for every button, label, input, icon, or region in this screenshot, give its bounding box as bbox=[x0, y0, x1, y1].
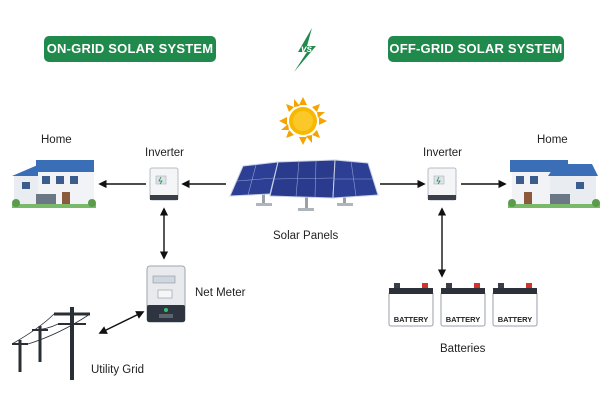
home-right-icon bbox=[508, 160, 600, 208]
on-grid-title: ON-GRID SOLAR SYSTEM bbox=[44, 36, 216, 62]
battery-1-text: BATTERY bbox=[394, 315, 429, 324]
utility-grid-icon bbox=[11, 307, 91, 380]
batteries-label: Batteries bbox=[440, 343, 486, 355]
inverter-right-icon bbox=[427, 167, 457, 201]
inverter-left-icon bbox=[149, 167, 179, 201]
inverter-right-label: Inverter bbox=[423, 147, 462, 159]
battery-3-text: BATTERY bbox=[498, 315, 533, 324]
solar-panels-label: Solar Panels bbox=[273, 230, 339, 242]
net-meter-icon bbox=[146, 265, 186, 323]
battery-2-text: BATTERY bbox=[446, 315, 481, 324]
inverter-left-label: Inverter bbox=[145, 147, 184, 159]
arrow-meter-grid bbox=[98, 311, 145, 334]
home-left-icon bbox=[12, 160, 96, 208]
utility-grid-label: Utility Grid bbox=[91, 364, 145, 376]
sun-icon bbox=[279, 97, 327, 145]
batteries-icon: BATTERY BATTERY BATTERY bbox=[388, 283, 538, 327]
vs-bolt-icon: vs bbox=[294, 28, 316, 72]
home-right-label: Home bbox=[537, 134, 568, 146]
off-grid-title: OFF-GRID SOLAR SYSTEM bbox=[388, 36, 564, 62]
home-left-label: Home bbox=[41, 134, 72, 146]
solar-panels-icon bbox=[229, 159, 379, 211]
net-meter-label: Net Meter bbox=[195, 287, 246, 299]
vs-text: vs bbox=[301, 44, 313, 55]
